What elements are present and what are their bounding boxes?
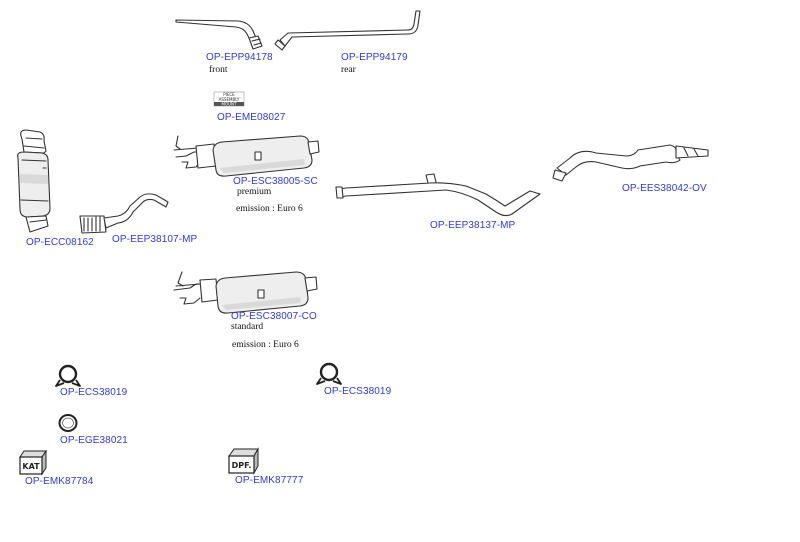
part-note-standard: standard xyxy=(231,322,264,332)
dpf-premium-icon[interactable] xyxy=(173,135,320,177)
kat-box-label: KAT xyxy=(22,462,40,471)
kat-box-icon[interactable]: KAT xyxy=(19,449,47,476)
part-note-emission-1: emission : Euro 6 xyxy=(236,204,303,214)
clamp-icon[interactable] xyxy=(55,364,81,387)
part-link-epp94179[interactable]: OP-EPP94179 xyxy=(341,52,408,63)
part-link-emk87784[interactable]: OP-EMK87784 xyxy=(25,476,94,487)
mounting-label-line-1: PIECE xyxy=(223,92,235,97)
mounting-kit-label-icon[interactable]: PIECE ASSEMBLY MOUNT xyxy=(213,91,245,107)
flex-pipe-icon[interactable] xyxy=(79,193,169,234)
part-link-eme08027[interactable]: OP-EME08027 xyxy=(217,112,286,123)
rear-silencer-icon[interactable] xyxy=(552,144,709,182)
clamp-icon[interactable] xyxy=(316,362,342,385)
part-link-esc38007[interactable]: OP-ESC38007-CO xyxy=(231,311,317,322)
part-link-epp94178[interactable]: OP-EPP94178 xyxy=(206,52,273,63)
part-note-front: front xyxy=(209,65,228,75)
intermediate-pipe-icon[interactable] xyxy=(335,173,541,217)
dpf-box-icon[interactable]: DPF. xyxy=(228,447,259,475)
part-link-ecc08162[interactable]: OP-ECC08162 xyxy=(26,237,94,248)
rear-pipe-icon[interactable] xyxy=(274,10,421,51)
part-link-ecs38019-left[interactable]: OP-ECS38019 xyxy=(60,387,128,398)
part-link-ege38021[interactable]: OP-EGE38021 xyxy=(60,435,128,446)
part-link-eep38137[interactable]: OP-EEP38137-MP xyxy=(430,220,516,231)
part-note-premium: premium xyxy=(237,187,272,197)
front-pipe-icon[interactable] xyxy=(175,19,263,50)
dpf-box-label: DPF. xyxy=(232,461,252,470)
part-link-esc38005[interactable]: OP-ESC38005-SC xyxy=(233,176,318,187)
part-link-eep38107[interactable]: OP-EEP38107-MP xyxy=(112,234,198,245)
dpf-standard-icon[interactable] xyxy=(173,271,318,314)
mounting-label-line-3: MOUNT xyxy=(222,102,238,107)
part-note-rear: rear xyxy=(341,65,356,75)
part-link-ees38042[interactable]: OP-EES38042-OV xyxy=(622,183,707,194)
part-link-ecs38019-right[interactable]: OP-ECS38019 xyxy=(324,386,392,397)
part-note-emission-2: emission : Euro 6 xyxy=(232,340,299,350)
mounting-label-line-2: ASSEMBLY xyxy=(219,97,240,102)
catalytic-converter-icon[interactable] xyxy=(17,129,51,233)
gasket-ring-icon[interactable] xyxy=(58,414,78,432)
part-link-emk87777[interactable]: OP-EMK87777 xyxy=(235,475,304,486)
